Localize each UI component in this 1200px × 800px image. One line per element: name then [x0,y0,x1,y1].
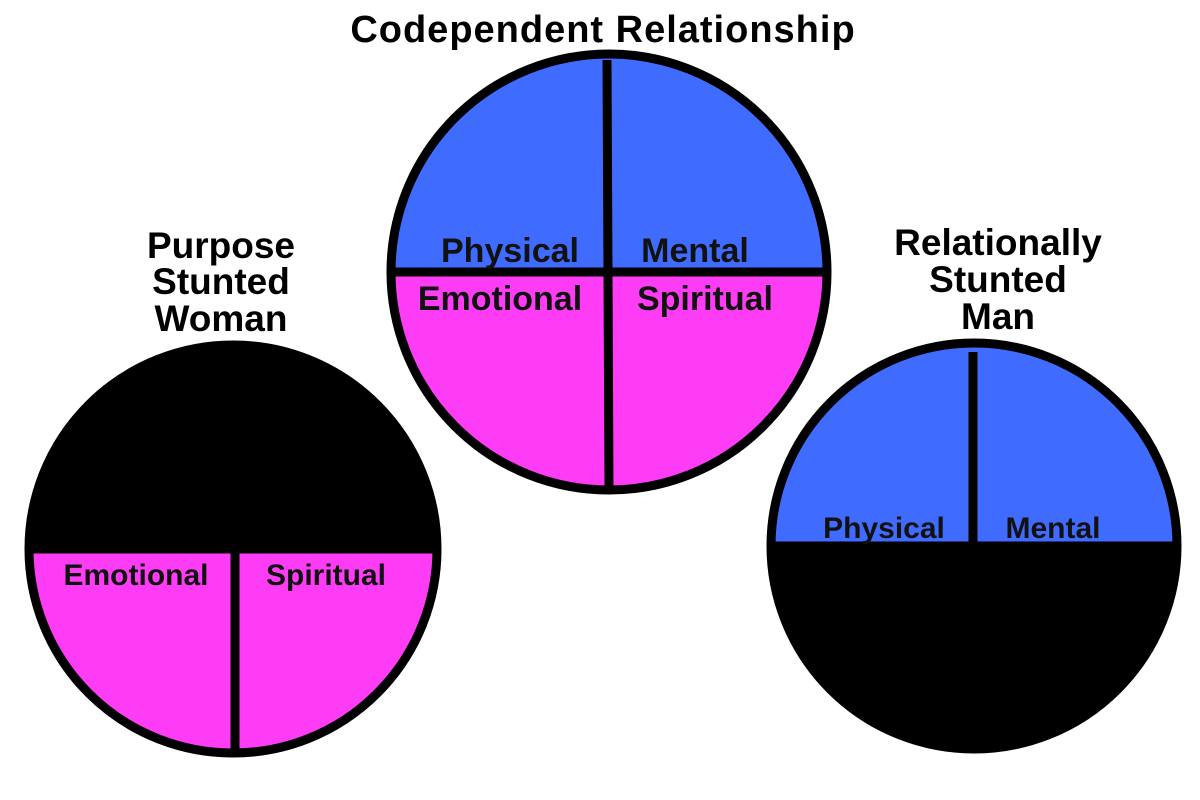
right-title-line-3: Man [961,296,1035,337]
right-label-physical: Physical [823,512,945,545]
left-title-line-3: Woman [155,298,288,339]
right-title-line-1: Relationally [894,222,1102,263]
center-circle: Physical Mental Emotional Spiritual [386,49,832,495]
center-label-emotional: Emotional [418,280,582,318]
left-label-spiritual: Spiritual [266,559,386,592]
center-label-physical: Physical [441,232,579,270]
left-label-emotional: Emotional [63,559,208,592]
right-circle: Physical Mental [766,338,1182,754]
left-title: Purpose Stunted Woman [147,225,295,339]
center-label-mental: Mental [641,232,749,270]
center-label-spiritual: Spiritual [637,280,773,318]
right-title: Relationally Stunted Man [894,222,1102,337]
center-title: Codependent Relationship [350,9,855,51]
right-circle-bottom-half [771,546,1177,749]
left-circle: Emotional Spiritual [24,340,442,758]
right-label-mental: Mental [1005,512,1100,545]
left-title-line-2: Stunted [152,261,290,302]
right-title-line-2: Stunted [929,259,1067,300]
left-circle-top-half [29,345,437,549]
center-circle-vertical-divider [602,59,614,489]
left-title-line-1: Purpose [147,225,295,266]
